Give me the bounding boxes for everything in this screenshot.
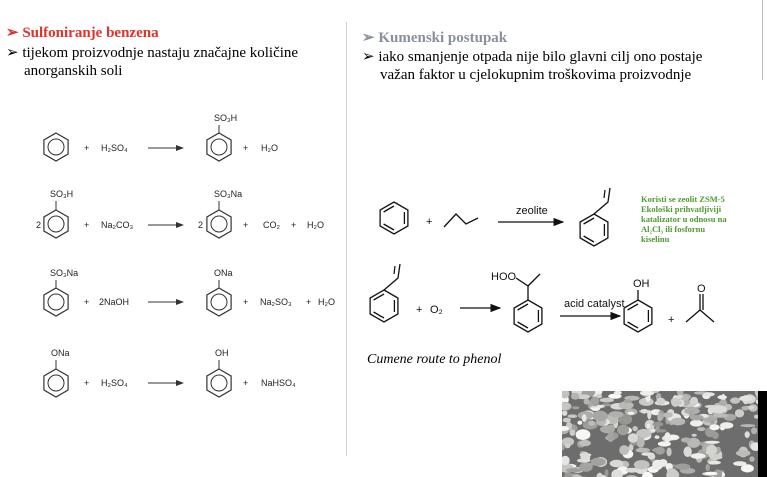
product-h2o: H₂O: [261, 143, 278, 153]
plus-sign: +: [243, 220, 248, 230]
right-bullet-text1: iako smanjenje otpada nije bilo glavni c…: [378, 49, 703, 65]
acetone-icon: [685, 309, 715, 323]
product-h2o: H₂O: [307, 220, 324, 230]
right-bullet-cont: važan faktor u cjelokupnim troškovima pr…: [380, 67, 692, 83]
plus-sign: +: [416, 304, 422, 316]
sulfonation-scheme: + H₂SO₄ SO₃H + H₂O 2 SO₃H + Na₂CO₃ 2 SO₃…: [36, 113, 335, 398]
sodium-phenoxide-icon: [43, 368, 69, 398]
plus-sign: +: [84, 220, 89, 230]
column-divider: [346, 22, 347, 456]
zeolite-note: Koristi se zeolit ZSM-5 Ekološki prihvat…: [641, 194, 727, 244]
left-bullet-cont: anorganskih soli: [24, 63, 123, 79]
right-border: [758, 391, 767, 477]
benzenesulfonic-acid-icon: [206, 132, 232, 162]
styrene-icon: [579, 213, 609, 247]
arrow-label-acid-catalyst: acid catalyst: [564, 298, 625, 310]
substituent-so3na: SO₃Na: [214, 189, 242, 199]
cumene-hydroperoxide-icon: [513, 299, 543, 333]
right-title: Kumenski postupak: [378, 30, 508, 46]
sodium-phenoxide-icon: [206, 287, 232, 317]
ketone-oxygen: O: [697, 283, 706, 295]
right-edge-line: [762, 0, 763, 80]
benzene-ring-icon: [379, 201, 409, 235]
plus-sign: +: [84, 143, 89, 153]
substituent-so3h: SO₃H: [50, 189, 73, 199]
cumene-scheme: + zeolite + O₂ HOO acid catalyst OH + O: [369, 187, 715, 333]
arrow-label-zeolite: zeolite: [516, 205, 548, 217]
reagent-h2so4: H₂SO₄: [101, 378, 128, 388]
sodium-benzenesulfonate-icon: [43, 287, 69, 317]
styrene-icon: [369, 289, 399, 323]
arrow-bullet-icon: ➢: [6, 45, 19, 61]
arrow-bullet-icon: ➢: [362, 49, 375, 65]
product-nahso4: NaHSO₄: [261, 378, 296, 388]
benzene-ring-icon: [43, 132, 69, 162]
reagent-h2so4: H₂SO₄: [101, 143, 128, 153]
propene-icon: [443, 213, 479, 228]
reagent-naoh: 2NaOH: [99, 297, 129, 307]
coefficient: 2: [198, 220, 203, 230]
arrow-bullet-icon: ➢: [362, 30, 375, 46]
product-co2: CO₂: [263, 220, 281, 230]
left-bullet-text1: tijekom proizvodnje nastaju značajne kol…: [22, 45, 299, 61]
zeolite-photo: [562, 391, 758, 477]
left-title-row: ➢ Sulfoniranje benzena: [6, 24, 159, 42]
phenol-icon: [623, 299, 653, 333]
substituent-hoo: HOO: [491, 271, 517, 283]
right-title-row: ➢ Kumenski postupak: [362, 29, 507, 47]
left-title: Sulfoniranje benzena: [22, 25, 159, 41]
right-bullet: ➢ iako smanjenje otpada nije bilo glavni…: [362, 48, 702, 66]
substituent-ona: ONa: [214, 268, 233, 278]
product-h2o: H₂O: [318, 297, 335, 307]
substituent-so3na: SO₃Na: [50, 268, 78, 278]
product-na2so3: Na₂SO₃: [260, 297, 292, 307]
plus-sign: +: [306, 297, 311, 307]
substituent-oh: OH: [215, 348, 229, 358]
substituent-oh: OH: [633, 278, 650, 290]
plus-sign: +: [84, 378, 89, 388]
reagent-o2: O₂: [430, 304, 443, 316]
phenol-icon: [206, 368, 232, 398]
arrow-bullet-icon: ➢: [6, 25, 19, 41]
plus-sign: +: [291, 220, 296, 230]
coefficient: 2: [36, 220, 41, 230]
plus-sign: +: [668, 314, 674, 326]
plus-sign: +: [243, 143, 248, 153]
plus-sign: +: [243, 297, 248, 307]
benzenesulfonic-acid-icon: [43, 209, 69, 239]
plus-sign: +: [426, 216, 432, 228]
reagent-na2co3: Na₂CO₃: [101, 220, 133, 230]
substituent-so3h: SO₃H: [214, 113, 237, 123]
scheme-caption: Cumene route to phenol: [367, 352, 502, 367]
left-bullet: ➢ tijekom proizvodnje nastaju značajne k…: [6, 44, 298, 62]
sodium-benzenesulfonate-icon: [206, 209, 232, 239]
plus-sign: +: [243, 378, 248, 388]
substituent-ona: ONa: [51, 348, 70, 358]
plus-sign: +: [84, 297, 89, 307]
